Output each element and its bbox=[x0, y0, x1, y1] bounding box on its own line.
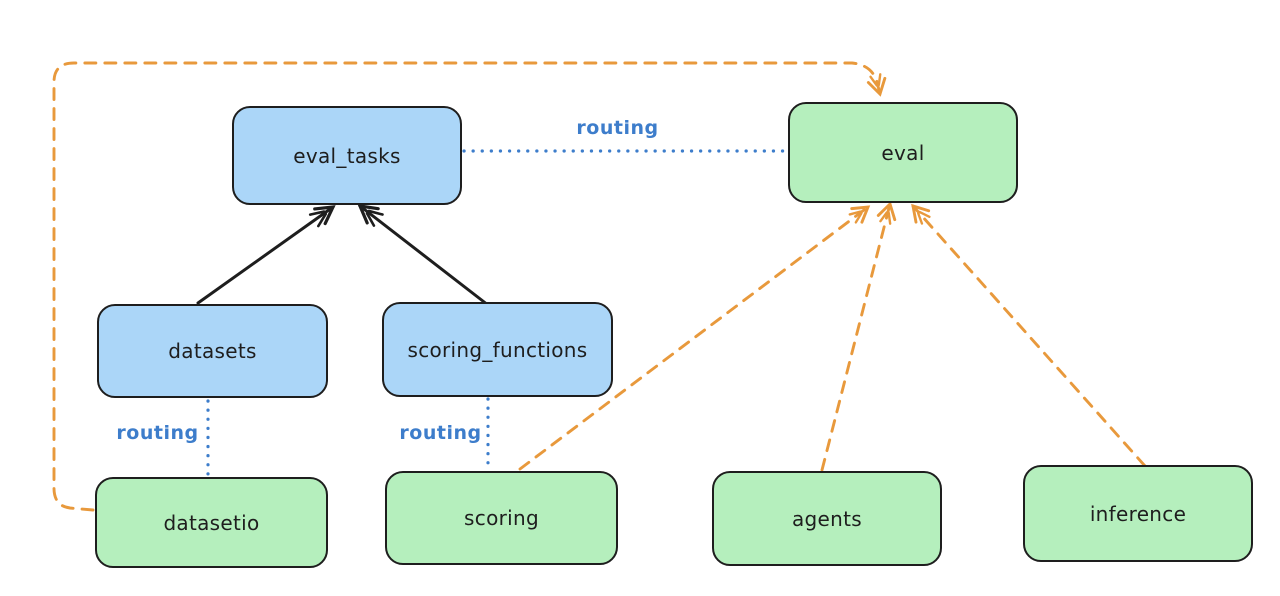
edge-scoring-to-eval bbox=[518, 205, 871, 471]
node-agents: agents bbox=[712, 471, 942, 566]
node-scoring-functions: scoring_functions bbox=[382, 302, 613, 397]
node-scoring-functions-label: scoring_functions bbox=[407, 337, 588, 362]
edge-datasetio-to-eval bbox=[52, 61, 887, 512]
edge-datasets-to-eval-tasks bbox=[196, 205, 336, 305]
node-agents-label: agents bbox=[792, 506, 862, 531]
node-scoring-label: scoring bbox=[464, 506, 539, 530]
edge-agents-to-eval bbox=[820, 201, 897, 472]
edge-label-routing-datasets-datasetio: routing bbox=[116, 422, 199, 444]
node-eval: eval bbox=[788, 102, 1018, 203]
edge-scoring-functions-to-eval-tasks bbox=[357, 204, 490, 307]
node-datasetio-label: datasetio bbox=[163, 510, 260, 535]
node-eval-tasks: eval_tasks bbox=[232, 106, 462, 205]
node-eval-label: eval bbox=[881, 140, 925, 165]
node-datasets: datasets bbox=[97, 304, 328, 398]
edge-label-routing-scoring-functions-scoring: routing bbox=[399, 422, 482, 444]
node-datasetio: datasetio bbox=[95, 477, 328, 568]
node-datasets-label: datasets bbox=[168, 339, 257, 363]
node-eval-tasks-label: eval_tasks bbox=[293, 143, 401, 168]
node-scoring: scoring bbox=[385, 471, 618, 565]
edge-inference-to-eval bbox=[911, 203, 1147, 468]
edge-label-routing-eval-tasks-eval: routing bbox=[576, 117, 659, 139]
node-inference: inference bbox=[1023, 465, 1253, 562]
node-inference-label: inference bbox=[1089, 501, 1187, 526]
